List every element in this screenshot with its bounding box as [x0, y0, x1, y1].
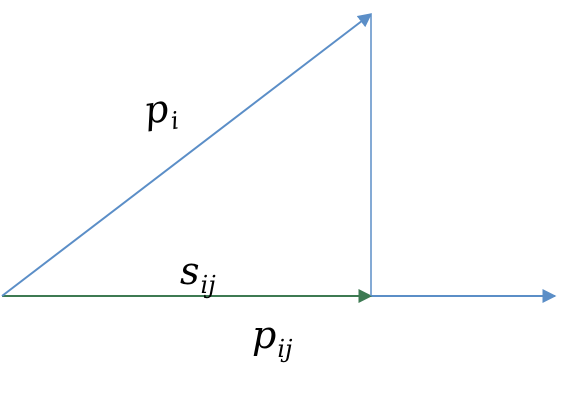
label-s-ij-base: s	[180, 249, 200, 293]
label-p-ij: pij	[252, 313, 292, 361]
label-p-ij-subscript: ij	[277, 335, 293, 363]
vector-p-i-line	[1, 13, 373, 297]
label-p-i-base: p	[140, 85, 172, 133]
label-s-ij: sij	[180, 249, 216, 297]
label-p-ij-base: p	[252, 313, 277, 357]
label-p-i: pi	[140, 85, 181, 135]
label-s-ij-subscript: ij	[200, 271, 216, 299]
